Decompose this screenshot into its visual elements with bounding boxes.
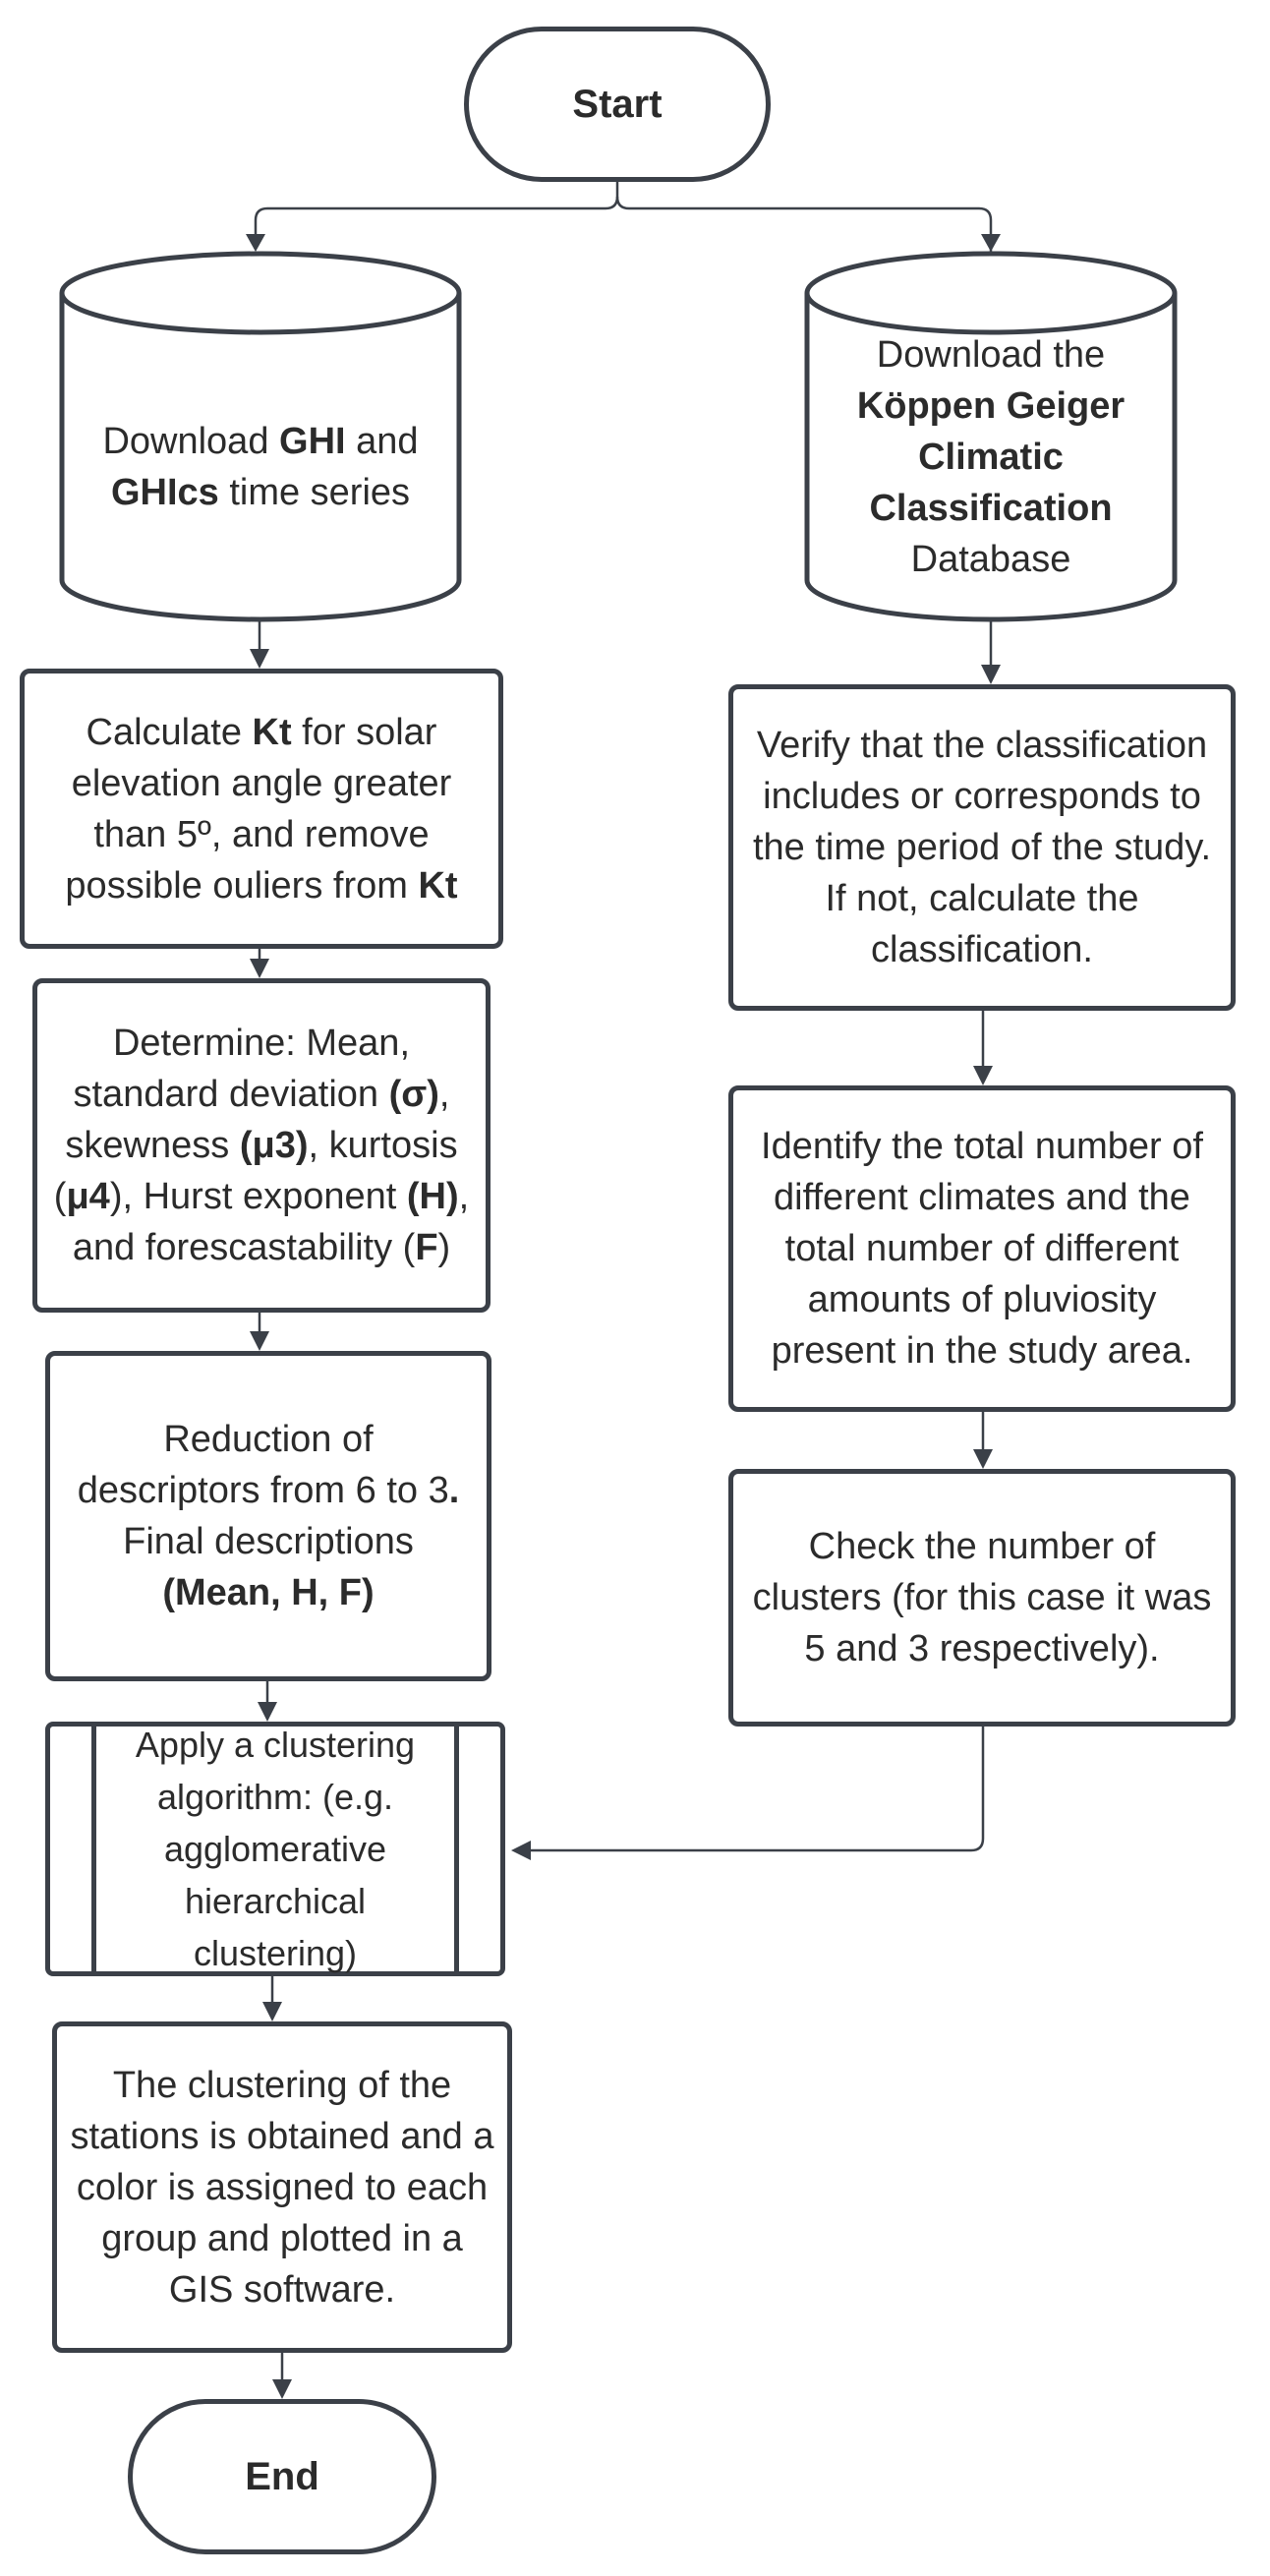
arrow-head-db-to-kt [250, 649, 269, 669]
determine-descriptors-step: Determine: Mean, standard deviation (σ),… [32, 978, 491, 1313]
arrow-head-kt-to-determine [250, 959, 269, 978]
end-terminator: End [128, 2399, 436, 2554]
identify-climates-step: Identify the total number of different c… [728, 1085, 1236, 1412]
clustering-process-right-bar [454, 1727, 459, 1971]
ghi-download-node: Download GHI and GHIcs time series [69, 339, 452, 595]
koppen-download-text: Download the Köppen Geiger Climatic Clas… [856, 334, 1126, 580]
end-label: End [245, 2455, 319, 2498]
arrow-head-reduction-to-cluster [258, 1702, 277, 1722]
ghi-database-rim [59, 292, 462, 335]
clustering-process-left-bar [91, 1727, 96, 1971]
calculate-kt-step: Calculate Kt for solar elevation angle g… [20, 669, 503, 949]
verify-classification-text: Verify that the classification includes … [752, 725, 1212, 970]
arrow-head-start-right [981, 234, 1001, 252]
reduction-step: Reduction of descriptors from 6 to 3. Fi… [45, 1351, 491, 1681]
clustering-result-step: The clustering of the stations is obtain… [52, 2021, 512, 2353]
start-label: Start [572, 83, 663, 126]
clustering-process-text: Apply a clustering algorithm: (e.g. aggl… [135, 1725, 416, 1973]
clustering-result-text: The clustering of the stations is obtain… [70, 2064, 494, 2311]
arrow-head-check-to-cluster [511, 1841, 531, 1860]
calculate-kt-text: Calculate Kt for solar elevation angle g… [65, 711, 458, 907]
koppen-download-node: Download the Köppen Geiger Climatic Clas… [816, 324, 1166, 590]
arrow-head-start-left [246, 234, 265, 252]
start-terminator: Start [464, 27, 771, 182]
connector-start-right [615, 196, 993, 252]
reduction-text: Reduction of descriptors from 6 to 3. Fi… [77, 1419, 460, 1613]
check-clusters-text: Check the number of clusters (for this c… [752, 1526, 1212, 1669]
arrow-head-kdb-to-verify [981, 665, 1001, 684]
identify-climates-text: Identify the total number of different c… [761, 1126, 1203, 1372]
arrow-head-result-to-end [272, 2379, 292, 2399]
arrow-head-determine-to-reduction [250, 1331, 269, 1351]
check-clusters-step: Check the number of clusters (for this c… [728, 1469, 1236, 1727]
connector-check-to-cluster [531, 1727, 985, 1852]
arrow-head-identify-to-check [973, 1449, 993, 1469]
ghi-download-text: Download GHI and GHIcs time series [102, 421, 419, 513]
connector-start-split [254, 182, 619, 244]
arrow-head-cluster-to-result [262, 2002, 282, 2021]
verify-classification-step: Verify that the classification includes … [728, 684, 1236, 1011]
clustering-process: Apply a clustering algorithm: (e.g. aggl… [45, 1722, 505, 1976]
ghi-database-shape [59, 251, 462, 622]
arrow-head-verify-to-identify [973, 1066, 993, 1085]
koppen-database-rim [804, 292, 1178, 335]
determine-descriptors-text: Determine: Mean, standard deviation (σ),… [53, 1023, 470, 1268]
koppen-database-shape [804, 251, 1178, 622]
